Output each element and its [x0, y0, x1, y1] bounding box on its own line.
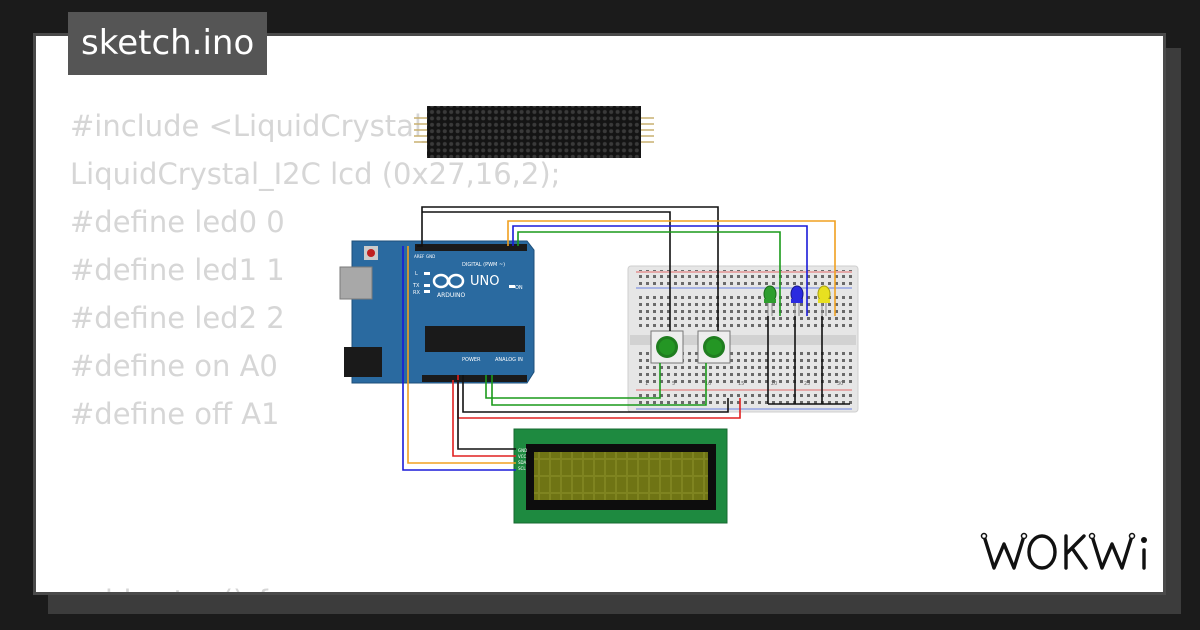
led-matrix[interactable]	[414, 106, 654, 158]
code-line-cut: void setup() {	[70, 584, 272, 592]
lcd-pin-scl: SCL	[518, 466, 526, 471]
arduino-gnd-label: GND	[426, 254, 435, 259]
arduino-digital-label: DIGITAL (PWM ~)	[462, 262, 505, 268]
arduino-l-label: L	[415, 271, 418, 277]
push-button-off[interactable]	[697, 330, 731, 364]
arduino-model-label: UNO	[470, 274, 499, 289]
arduino-power-label: POWER	[462, 357, 481, 363]
code-line: #define led0 0	[70, 205, 285, 239]
code-line: #define led1 1	[70, 253, 285, 287]
arduino-uno[interactable]: UNO ARDUINO DIGITAL (PWM ~) POWER ANALOG…	[339, 240, 535, 384]
bb-col-1: 1	[645, 381, 648, 387]
lcd-display[interactable]: GND VCC SDA SCL	[513, 428, 728, 524]
led-blue[interactable]	[790, 285, 804, 316]
bb-col-20: 20	[771, 381, 777, 387]
arduino-tx-label: TX	[412, 283, 420, 289]
code-line: LiquidCrystal_I2C lcd (0x27,16,2);	[70, 157, 561, 191]
bb-col-30: 30	[837, 381, 843, 387]
arduino-analog-label: ANALOG IN	[495, 357, 523, 363]
file-tab[interactable]: sketch.ino	[68, 12, 268, 75]
arduino-rx-label: RX	[413, 290, 420, 296]
wires	[402, 206, 850, 471]
led-yellow[interactable]	[817, 285, 831, 316]
bb-col-15: 15	[738, 381, 744, 387]
push-button-on[interactable]	[650, 330, 684, 364]
lcd-pin-sda: SDA	[518, 460, 527, 465]
arduino-aref-label: AREF	[414, 254, 425, 259]
led-green[interactable]	[763, 285, 777, 316]
arduino-on-label: ON	[515, 285, 523, 291]
code-line: #define on A0	[70, 349, 278, 383]
wokwi-logo	[980, 528, 1152, 580]
bb-col-10: 10	[705, 381, 711, 387]
code-line: #define led2 2	[70, 301, 285, 335]
bb-col-25: 25	[804, 381, 810, 387]
code-line: #define off A1	[70, 397, 280, 431]
arduino-brand-label: ARDUINO	[437, 292, 466, 299]
bb-col-5: 5	[672, 381, 675, 387]
lcd-pin-gnd: GND	[518, 448, 527, 453]
lcd-pin-vcc: VCC	[518, 454, 527, 459]
